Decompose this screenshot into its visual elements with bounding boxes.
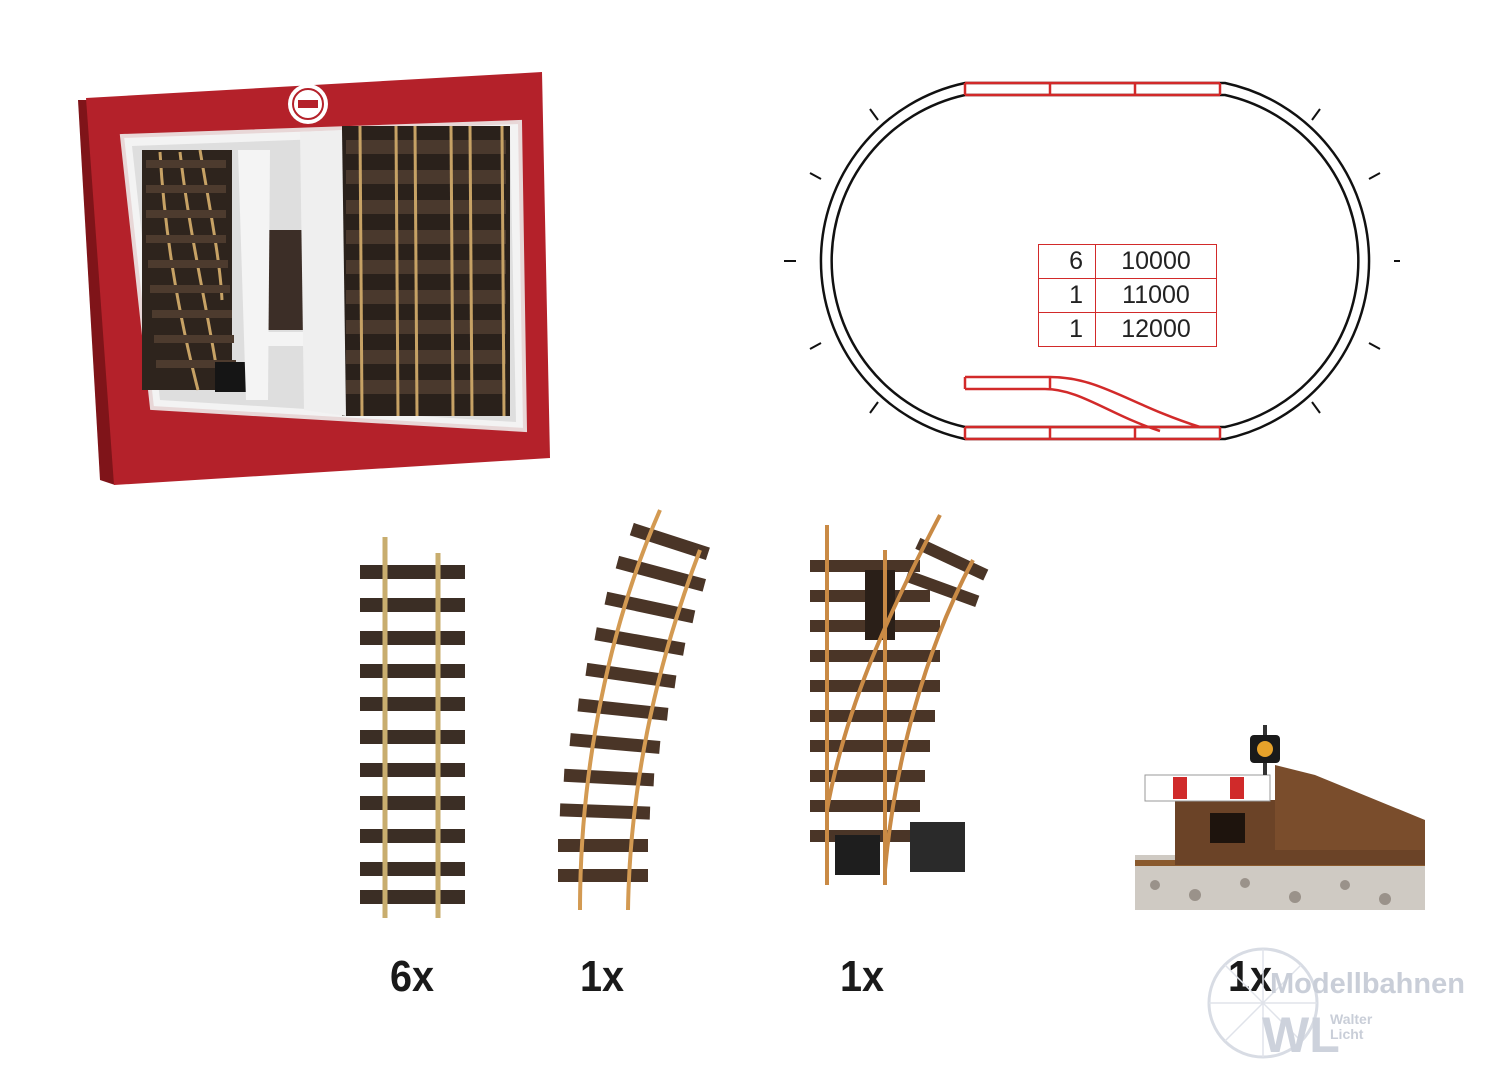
table-article: 12000	[1095, 312, 1217, 347]
table-row: 1 12000	[1038, 312, 1217, 347]
buffer-stop-image	[1135, 725, 1425, 910]
switch-track-graphic	[810, 514, 989, 885]
product-box-graphic	[78, 72, 550, 485]
quantity-straight-track: 6x	[390, 952, 435, 1001]
straight-track-graphic	[360, 537, 465, 918]
watermark-logo-letters: WL	[1262, 1007, 1340, 1063]
table-qty: 1	[1038, 312, 1096, 347]
buffer-stop-graphic	[1135, 725, 1425, 910]
product-box-image	[70, 60, 560, 490]
quantity-buffer-stop: 1x	[1228, 952, 1273, 1001]
watermark-line3: Licht	[1330, 1026, 1364, 1042]
oval-track-diagram	[784, 81, 1406, 441]
curved-track-graphic	[558, 509, 710, 911]
table-article: 10000	[1095, 244, 1217, 279]
table-row: 6 10000	[1038, 244, 1217, 279]
quantity-curved-track: 1x	[580, 952, 625, 1001]
watermark-line2: Walter	[1330, 1011, 1373, 1027]
table-article: 11000	[1095, 278, 1217, 313]
quantity-switch-track: 1x	[840, 952, 885, 1001]
watermark-brand: Modellbahnen	[1270, 968, 1465, 1000]
switch-motor-icon	[910, 822, 965, 872]
straight-track-image	[355, 535, 470, 920]
curved-track-image	[550, 505, 730, 915]
wheel-logo-icon	[1207, 947, 1319, 1059]
table-qty: 6	[1038, 244, 1096, 279]
table-qty: 1	[1038, 278, 1096, 313]
switch-track-image	[805, 510, 995, 890]
track-layout-plan	[780, 75, 1406, 455]
parts-table: 6 10000 1 11000 1 12000	[1038, 244, 1217, 347]
table-row: 1 11000	[1038, 278, 1217, 313]
